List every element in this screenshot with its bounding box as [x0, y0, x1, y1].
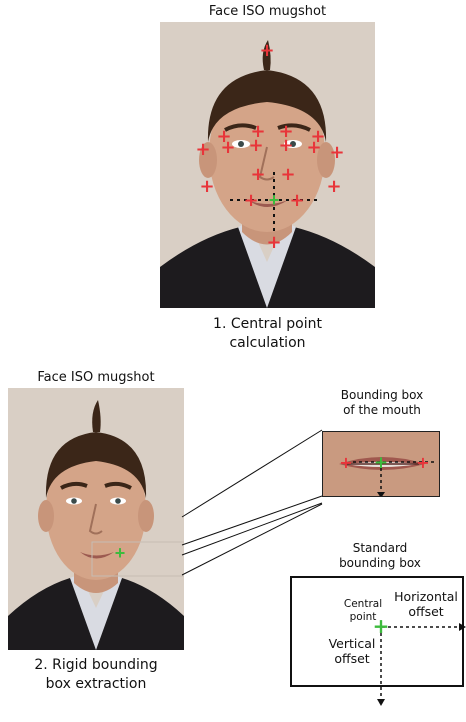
bottom-central-point-marker: + — [115, 543, 126, 563]
bottom-overlay: + — [8, 388, 184, 650]
landmark-left-temple: + — [195, 139, 210, 160]
landmark-mouth-right: + — [289, 190, 304, 211]
mouth-crop: + + + — [322, 431, 440, 497]
central-point-marker: + — [269, 190, 280, 210]
landmark-right-eye-inner: + — [278, 135, 293, 156]
landmark-nose-left: + — [250, 164, 265, 185]
vertical-offset-label-line2: offset — [312, 652, 392, 666]
top-caption-line1: 1. Central point — [160, 316, 375, 332]
landmark-left-cheek: + — [199, 176, 214, 197]
mouth-box-label-line2: of the mouth — [322, 404, 442, 418]
central-point-label-line1: Central — [333, 598, 393, 610]
bottom-caption-line1: 2. Rigid bounding — [8, 657, 184, 673]
landmark-nose-right: + — [280, 164, 295, 185]
horizontal-offset-label-line1: Horizontal — [386, 590, 466, 604]
top-mugshot: + + + + + + + + + + + + + + + + + + + — [160, 22, 375, 308]
bottom-caption-line2: box extraction — [8, 676, 184, 692]
top-caption-line2: calculation — [160, 335, 375, 351]
mouth-illustration: + + + — [323, 432, 440, 497]
landmark-top-head: + — [259, 40, 274, 61]
standard-box-label-line2: bounding box — [320, 557, 440, 571]
landmark-right-temple: + — [329, 142, 344, 163]
top-landmark-overlay: + + + + + + + + + + + + + + + + + + + — [160, 22, 375, 308]
landmark-left-eye-outer: + — [220, 137, 235, 158]
mouth-left-corner-marker: + — [339, 453, 352, 472]
mouth-box-label-line1: Bounding box — [322, 389, 442, 403]
landmark-chin: + — [266, 232, 281, 253]
landmark-left-eye-inner: + — [248, 135, 263, 156]
central-point-label-line2: point — [333, 611, 393, 623]
mouth-right-corner-marker: + — [416, 453, 429, 472]
landmark-mouth-left: + — [243, 190, 258, 211]
bottom-mugshot: + — [8, 388, 184, 650]
landmark-right-cheek: + — [326, 176, 341, 197]
bottom-title: Face ISO mugshot — [8, 371, 184, 386]
landmark-right-eye-outer: + — [306, 137, 321, 158]
standard-box-label-line1: Standard — [320, 542, 440, 556]
top-title: Face ISO mugshot — [160, 5, 375, 20]
horizontal-offset-label-line2: offset — [386, 605, 466, 619]
vertical-offset-label-line1: Vertical — [312, 637, 392, 651]
mouth-central-point-marker: + — [374, 453, 388, 473]
